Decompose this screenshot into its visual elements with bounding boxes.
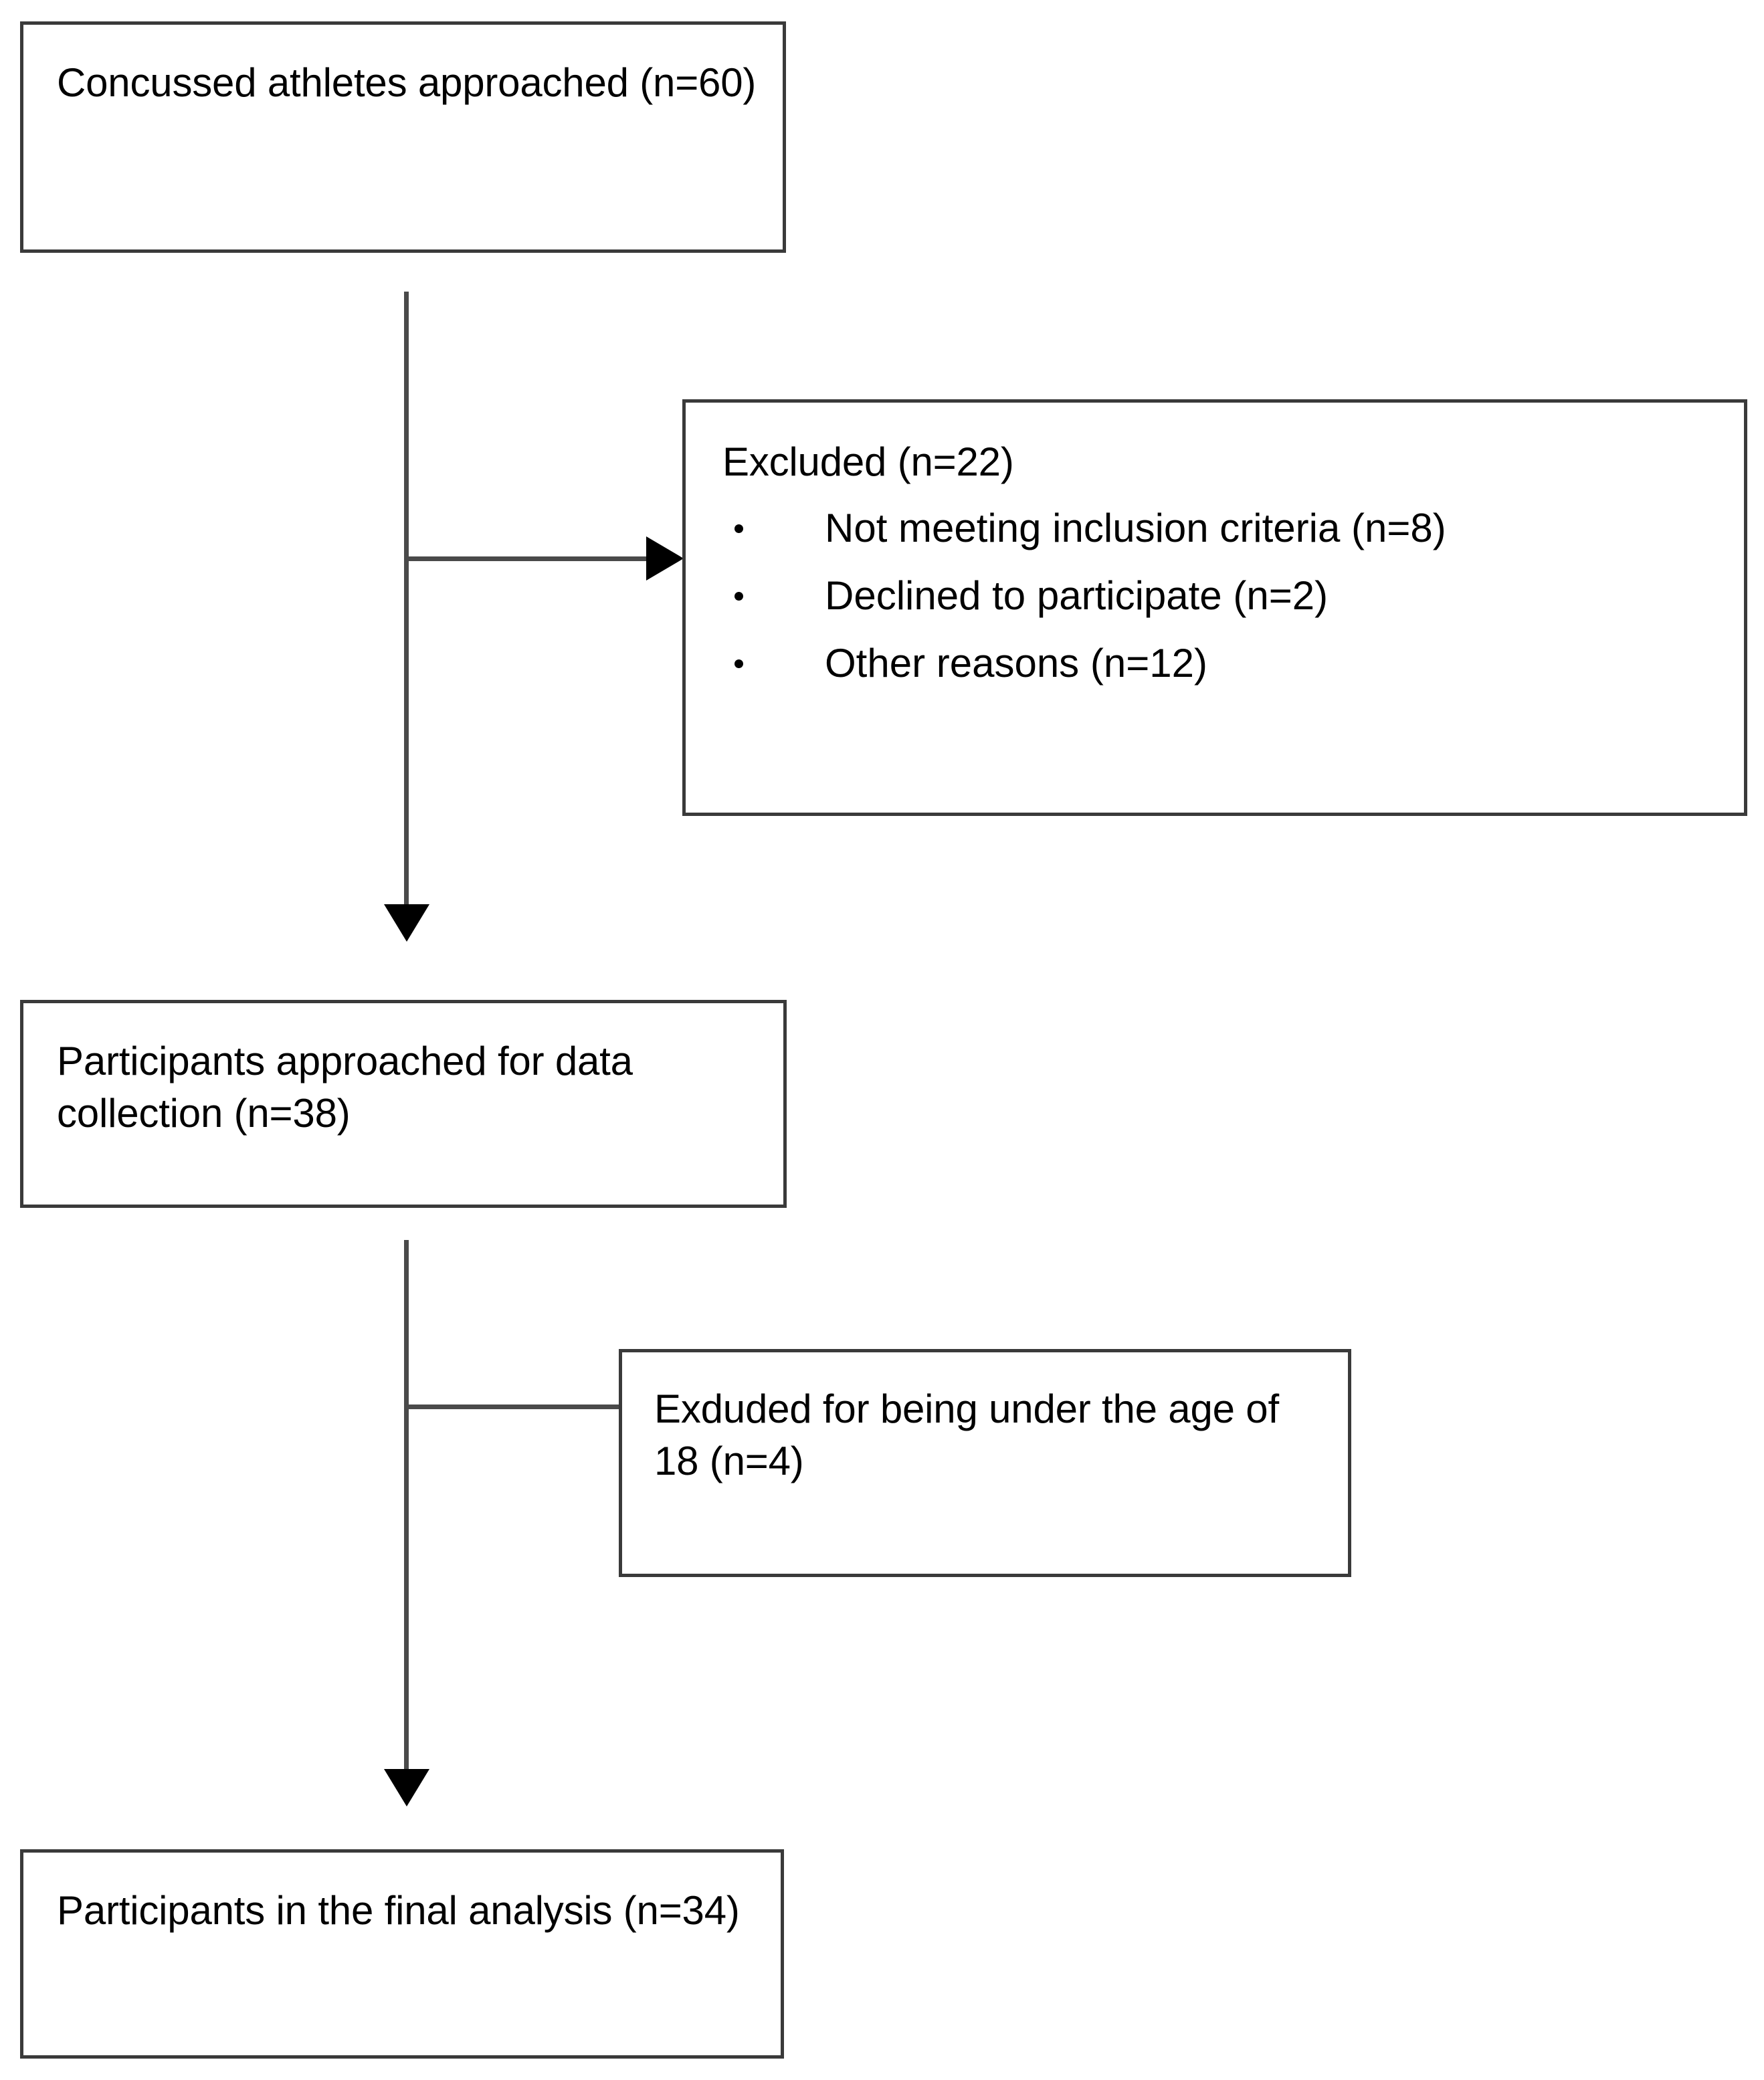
list-item: Not meeting inclusion criteria (n=8) [722, 502, 1726, 554]
excluded-reason-label: Declined to participate (n=2) [825, 573, 1329, 619]
excluded-reason-label: Other reasons (n=12) [825, 641, 1207, 686]
arrowhead-right-to-excluded-icon [646, 536, 684, 581]
connector-enrolled-to-excluded-line [404, 556, 653, 561]
connector-approached-to-final-stem [404, 1240, 409, 1775]
box-concussed-athletes-approached: Concussed athletes approached (n=60) [20, 21, 786, 253]
list-item: Declined to participate (n=2) [722, 569, 1726, 622]
box-participants-approached: Participants approached for data collect… [20, 1000, 787, 1208]
bullet-dot-icon [734, 524, 743, 533]
box-excluded-under-age: Exduded for being under the age of 18 (n… [619, 1349, 1351, 1577]
box-concussed-athletes-approached-label: Concussed athletes approached (n=60) [57, 60, 757, 105]
excluded-reasons-list: Not meeting inclusion criteria (n=8) Dec… [722, 502, 1726, 705]
list-item: Other reasons (n=12) [722, 637, 1726, 690]
arrowhead-down-to-approached-icon [384, 904, 429, 942]
box-participants-final-analysis: Participants in the final analysis (n=34… [20, 1849, 784, 2059]
box-participants-approached-label: Participants approached for data collect… [57, 1039, 633, 1136]
connector-approached-to-under-age-line [404, 1405, 621, 1409]
box-excluded-title: Excluded (n=22) [722, 439, 1014, 484]
excluded-reason-label: Not meeting inclusion criteria (n=8) [825, 506, 1446, 550]
box-excluded-under-age-label: Exduded for being under the age of 18 (n… [654, 1386, 1279, 1483]
arrowhead-down-to-final-icon [384, 1769, 429, 1806]
box-excluded: Excluded (n=22) Not meeting inclusion cr… [682, 399, 1747, 816]
connector-enrolled-to-approached-stem [404, 292, 409, 910]
bullet-dot-icon [734, 592, 743, 601]
box-participants-final-analysis-label: Participants in the final analysis (n=34… [57, 1888, 740, 1933]
bullet-dot-icon [734, 659, 743, 669]
